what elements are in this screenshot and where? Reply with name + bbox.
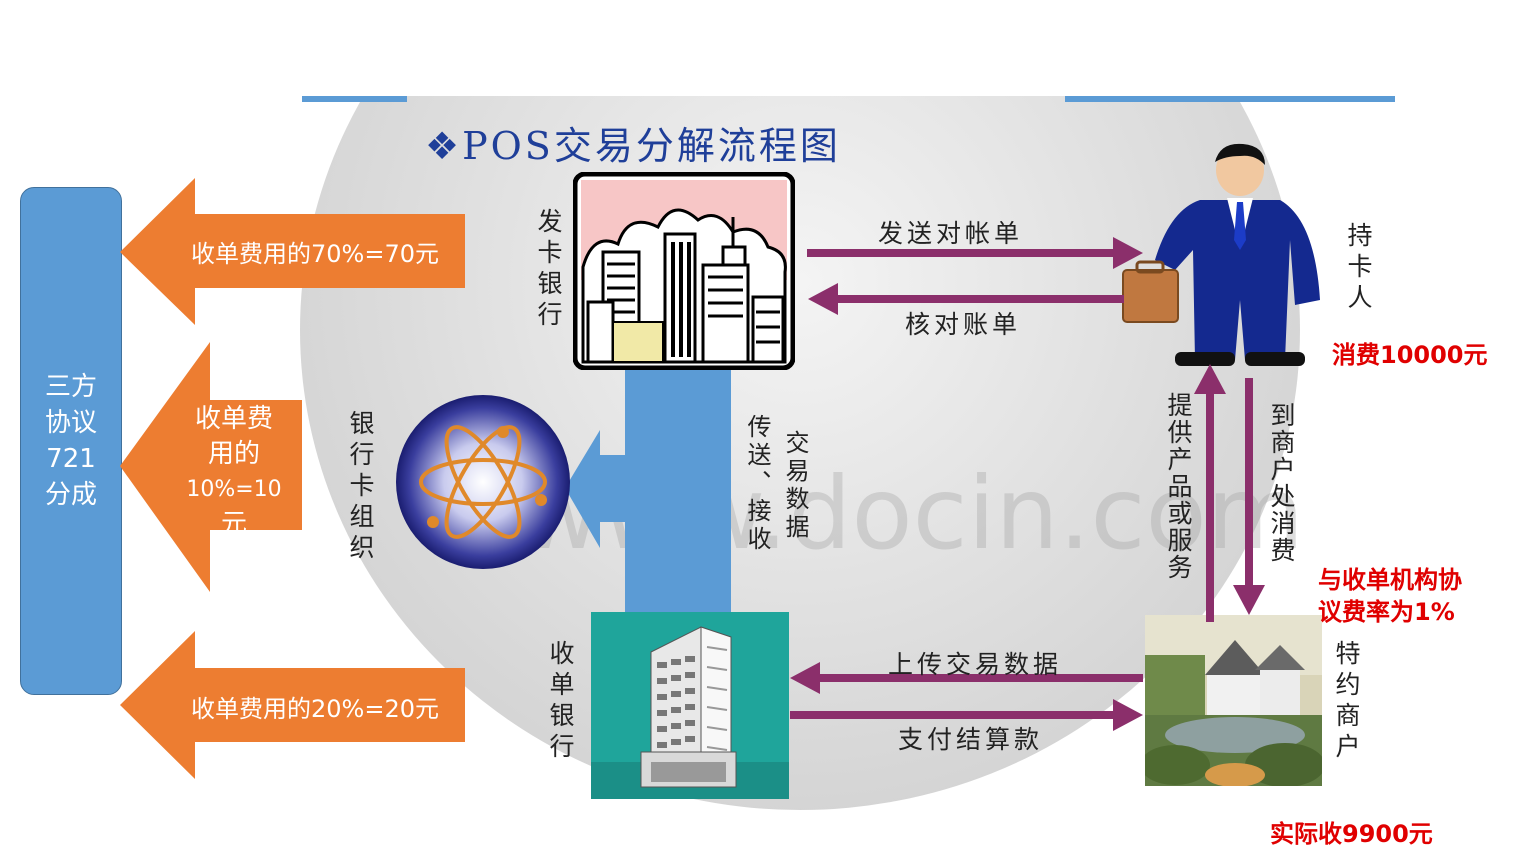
actual-amount: 实际收9900元 — [1270, 814, 1433, 849]
transfer-data-label-1: 交易数据 — [778, 430, 813, 542]
card-org-label: 银行卡组织 — [342, 410, 378, 565]
rate-line-1: 与收单机构协 — [1318, 560, 1462, 595]
go-consume-label: 到商户处消费 — [1263, 402, 1299, 564]
consume-amount: 消费10000元 — [1332, 335, 1488, 370]
rate-line-2: 议费率为1% — [1318, 592, 1455, 627]
issuer-bank-label: 发卡银行 — [530, 208, 566, 332]
acquirer-bank-label: 收单银行 — [542, 640, 578, 764]
provide-goods-label: 提供产品或服务 — [1160, 392, 1196, 581]
send-statement-label: 发送对帐单 — [878, 214, 1023, 250]
pay-settlement-label: 支付结算款 — [898, 720, 1043, 756]
cardholder-label: 持卡人 — [1340, 222, 1376, 315]
transfer-data-label-2: 传送、接收 — [740, 414, 775, 554]
upload-data-label: 上传交易数据 — [888, 645, 1062, 681]
merchant-label: 特约商户 — [1328, 640, 1364, 764]
check-statement-label: 核对账单 — [905, 305, 1021, 341]
